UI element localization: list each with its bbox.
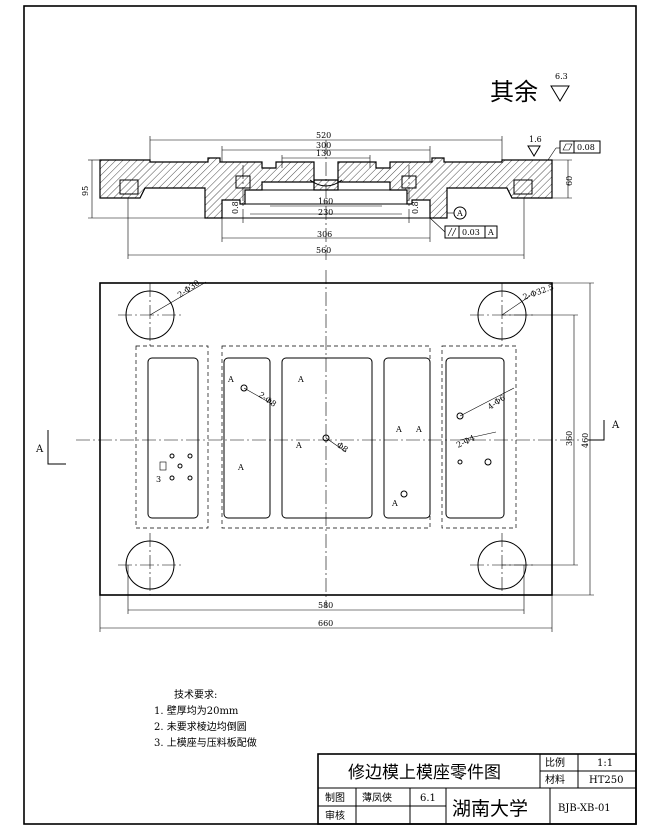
school-name: 湖南大学 <box>452 798 528 820</box>
dim-300: 300 <box>316 141 331 150</box>
dim-95: 95 <box>81 186 90 196</box>
parallelism-value: 0.03 <box>462 228 480 237</box>
dim-360: 360 <box>565 431 574 446</box>
technical-notes: 技术要求: 1. 壁厚均为20mm 2. 未要求棱边均倒圆 3. 上模座与压料板… <box>154 688 257 749</box>
dim-60: 60 <box>565 176 574 186</box>
section-view <box>99 140 553 260</box>
section-hatch-left <box>99 157 315 219</box>
drawing-title: 修边模上模座零件图 <box>348 763 501 783</box>
svg-text:A: A <box>295 441 302 450</box>
drawn-label: 制图 <box>325 791 345 804</box>
dim-0-8-right: 0.8 <box>411 201 420 214</box>
roughness-label: 其余 <box>490 78 538 106</box>
dim-0-8-left: 0.8 <box>231 201 240 214</box>
svg-text:A: A <box>415 425 422 434</box>
material-value: HT250 <box>589 775 623 786</box>
hole-tl-label: 2-Φ30 <box>176 278 201 299</box>
roughness-1-6-symbol <box>527 145 541 157</box>
flatness-frame: 0.08 <box>547 140 601 161</box>
scale-value: 1:1 <box>597 758 613 769</box>
section-marks: A A A A A A A A A <box>35 375 620 508</box>
notes-title: 技术要求: <box>174 688 217 701</box>
small-3-label: 3 <box>156 475 161 484</box>
parallelism-frame: 0.03 A <box>429 217 498 239</box>
plan-dimensions: 580 660 360 460 <box>99 282 594 632</box>
hole-center-label: Φ8 <box>335 440 350 454</box>
dim-130: 130 <box>316 149 331 158</box>
hole-right2-label: 2-Φ4 <box>455 433 476 449</box>
dim-560: 560 <box>316 246 331 255</box>
svg-text:A: A <box>391 499 398 508</box>
svg-text:A: A <box>395 425 402 434</box>
dim-660: 660 <box>318 619 333 628</box>
section-hatch-right <box>337 157 553 219</box>
scale-label: 比例 <box>545 756 565 769</box>
parallelism-datum: A <box>487 228 494 237</box>
svg-text:A: A <box>237 463 244 472</box>
svg-text:A: A <box>227 375 234 384</box>
dim-520: 520 <box>316 131 331 140</box>
dim-160: 160 <box>318 197 333 206</box>
hole-mid-label: 2-Φ8 <box>257 390 278 409</box>
svg-text:A: A <box>297 375 304 384</box>
dim-306: 306 <box>317 230 332 239</box>
pockets-outer <box>135 345 517 529</box>
note-1: 1. 壁厚均为20mm <box>154 704 239 717</box>
material-label: 材料 <box>545 773 565 786</box>
section-mark-right: A <box>611 420 620 431</box>
check-label: 审核 <box>325 809 345 822</box>
roughness-value: 6.3 <box>555 72 568 81</box>
pockets-inner <box>147 357 505 519</box>
drawn-name: 薄凤侠 <box>362 791 392 804</box>
section-dimensions: 520 300 130 160 230 306 560 95 <box>81 131 601 259</box>
roughness-note: 其余 6.3 <box>490 72 570 106</box>
dim-230: 230 <box>318 208 333 217</box>
note-2: 2. 未要求棱边均倒圆 <box>154 720 247 733</box>
dim-580: 580 <box>318 601 333 610</box>
drawing-number: BJB-XB-01 <box>558 803 611 814</box>
plan-view: 2-Φ30 2-Φ32.5 <box>35 270 620 632</box>
flatness-value: 0.08 <box>577 143 595 152</box>
title-block: 修边模上模座零件图 比例 1:1 材料 HT250 制图 薄凤侠 6.1 审核 … <box>317 753 637 825</box>
note-3: 3. 上模座与压料板配做 <box>154 736 257 749</box>
drawn-date: 6.1 <box>420 793 436 804</box>
surface-finish-value: 1.6 <box>529 135 542 144</box>
dim-460: 460 <box>581 433 590 448</box>
drawing-border <box>23 5 637 825</box>
small-holes <box>169 384 492 498</box>
section-mark-left: A <box>35 444 44 455</box>
hole-tr-label: 2-Φ32.5 <box>522 282 555 301</box>
datum-a-label: A <box>456 209 463 218</box>
